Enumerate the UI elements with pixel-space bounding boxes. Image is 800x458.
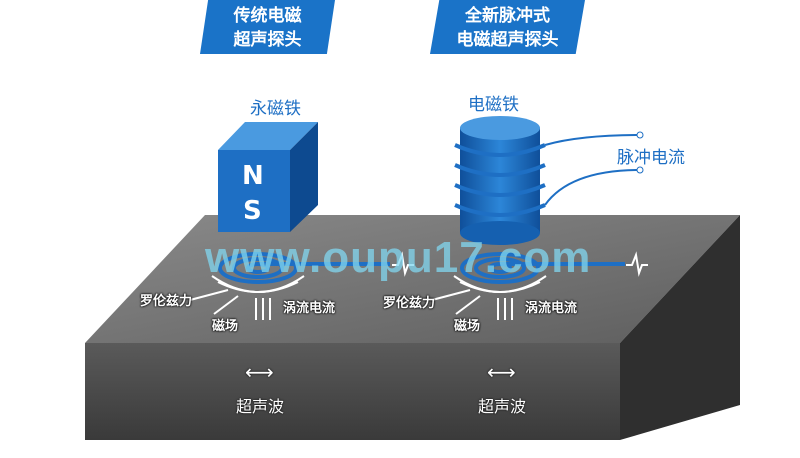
label-electromagnet: 电磁铁 xyxy=(468,95,519,115)
wave-arrows-1: ⟷ xyxy=(245,360,274,384)
spiral-coils xyxy=(218,252,625,284)
label-eddy-2: 涡流电流 xyxy=(525,301,578,316)
wave-arrows-2: ⟷ xyxy=(487,360,516,384)
title-line: 全新脉冲式 xyxy=(465,6,550,26)
pole-north: N xyxy=(242,161,264,191)
watermark: www.oupu17.com xyxy=(205,233,592,282)
label-pulse-current: 脉冲电流 xyxy=(617,148,685,168)
title-line: 传统电磁 xyxy=(233,6,302,26)
label-permanent-magnet: 永磁铁 xyxy=(250,99,301,119)
title-traditional: 传统电磁超声探头 xyxy=(200,0,335,54)
label-eddy-1: 涡流电流 xyxy=(283,301,336,316)
electromagnet-coil xyxy=(454,116,644,245)
steel-block xyxy=(85,215,740,440)
pole-south: S xyxy=(243,196,262,226)
signal-waves xyxy=(392,251,648,277)
label-ultrasound-1: 超声波 xyxy=(236,397,285,416)
title-line: 超声探头 xyxy=(233,30,302,50)
permanent-magnet xyxy=(218,122,318,232)
label-lorentz-2: 罗伦兹力 xyxy=(383,296,436,311)
label-field-1: 磁场 xyxy=(212,319,239,334)
title-line: 电磁超声探头 xyxy=(456,30,559,50)
field-arrows xyxy=(189,275,547,320)
label-lorentz-1: 罗伦兹力 xyxy=(140,294,193,309)
label-ultrasound-2: 超声波 xyxy=(478,397,527,416)
label-field-2: 磁场 xyxy=(454,319,481,334)
title-pulsed: 全新脉冲式电磁超声探头 xyxy=(430,0,585,54)
